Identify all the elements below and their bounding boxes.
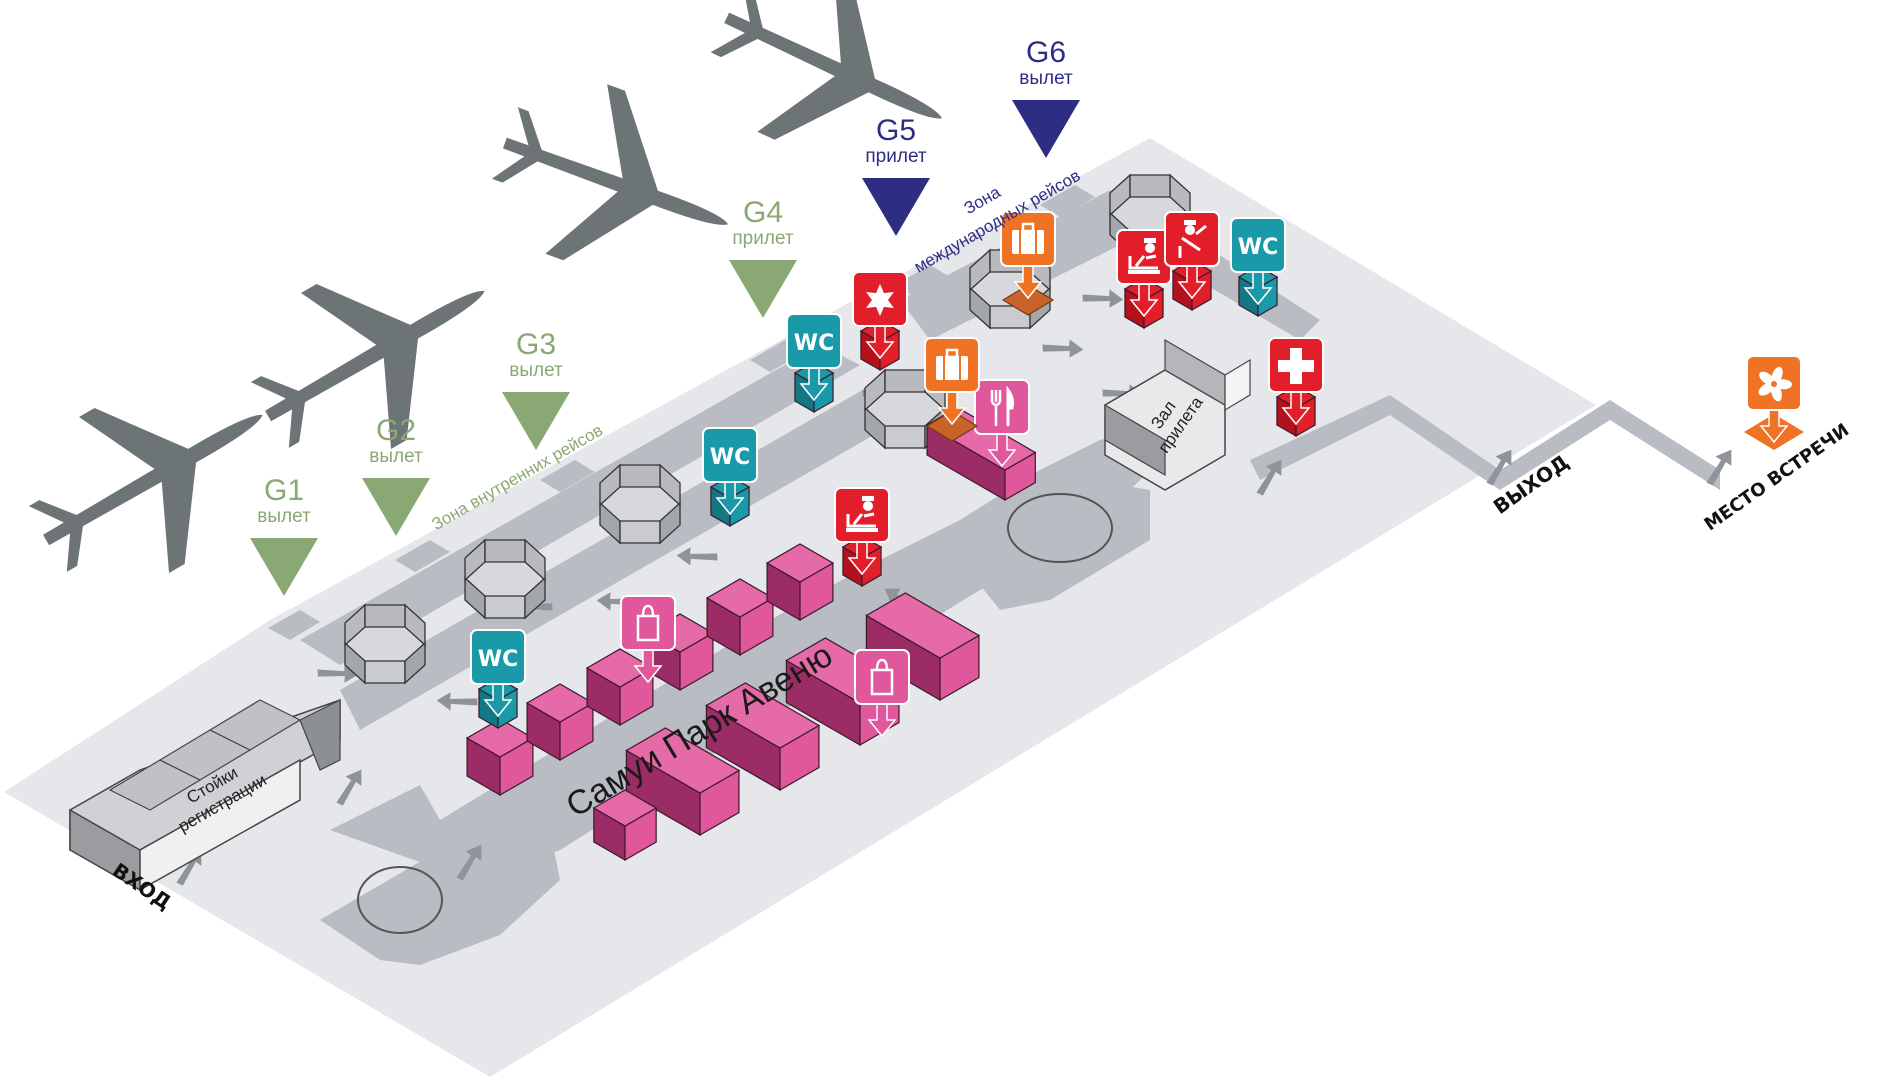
shop-block	[765, 543, 835, 622]
marker-sign	[1230, 217, 1286, 273]
gate-stub-g3	[540, 460, 595, 492]
fork-knife-icon	[990, 385, 1014, 426]
suitcase-icon	[936, 348, 968, 380]
entrance-roundabout	[357, 866, 443, 934]
marker-sign	[786, 313, 842, 369]
shop-block	[525, 683, 595, 762]
checkin-counters	[69, 698, 341, 892]
gates: G1вылетG2вылетG3вылетG4прилетG5прилетG6в…	[250, 36, 1080, 596]
gate-number: G1	[264, 474, 304, 507]
gate-number: G2	[376, 414, 416, 447]
wc-g4[interactable]: WC	[786, 313, 842, 414]
gate-triangle-icon	[1012, 100, 1080, 158]
marker-sign	[702, 427, 758, 483]
gate-triangle-icon	[729, 260, 797, 318]
gate-stub-g2	[395, 540, 450, 572]
wc-domestic-2[interactable]: WC	[702, 427, 758, 528]
poi-markers: WC WC WC WC	[470, 211, 1804, 738]
gate-type: прилет	[865, 146, 926, 167]
shopping-bag-icon	[636, 604, 660, 642]
flower-icon	[1758, 366, 1792, 402]
marker-sign	[974, 379, 1030, 435]
gate-lounge	[599, 463, 681, 545]
shop-1[interactable]	[620, 595, 676, 684]
passport-control-icon	[1128, 238, 1160, 274]
gate-triangle-icon	[862, 178, 930, 236]
police-star-icon	[866, 284, 894, 316]
first-aid[interactable]	[1268, 337, 1324, 438]
exit-path	[1250, 395, 1720, 490]
gate-type: вылет	[257, 506, 311, 527]
gate-triangle-icon	[362, 478, 430, 536]
baggage-claim-2[interactable]	[924, 337, 980, 442]
shop-block	[705, 578, 775, 657]
gate-number: G6	[1026, 36, 1066, 69]
gate-number: G4	[743, 196, 783, 229]
gate-lounge	[464, 538, 546, 620]
passport-control-international[interactable]	[1116, 229, 1172, 330]
wc-icon: WC	[710, 445, 750, 470]
shopping-bag-icon	[870, 658, 894, 696]
arrival-roundabout	[1007, 493, 1113, 563]
entrance-plaza	[320, 830, 560, 965]
shop-block	[592, 789, 658, 862]
wc-domestic-1[interactable]: WC	[470, 629, 526, 730]
medical-cross-icon	[1278, 348, 1314, 384]
shop-block	[705, 682, 821, 792]
gate-type: вылет	[369, 446, 423, 467]
gate-type: прилет	[732, 228, 793, 249]
gate-lounge	[344, 603, 426, 685]
baggage-carousel	[925, 410, 979, 442]
wc-icon: WC	[794, 331, 834, 356]
meeting-point[interactable]	[1744, 355, 1804, 450]
airplane-icon	[688, 0, 981, 200]
gate-number: G5	[876, 114, 916, 147]
gate-stub-g1	[268, 610, 320, 640]
wc-international[interactable]: WC	[1230, 217, 1286, 318]
restaurant-block	[925, 406, 1037, 502]
gate-stub-g5	[895, 265, 950, 297]
gate-type: вылет	[509, 360, 563, 381]
airplane-icon	[474, 58, 759, 310]
shop-block	[625, 727, 741, 837]
police[interactable]	[852, 271, 908, 372]
shop-2[interactable]	[854, 649, 910, 738]
gate-type: вылет	[1019, 68, 1073, 89]
marker-sign	[854, 649, 910, 705]
suitcase-icon	[1012, 222, 1044, 254]
arrival-hall	[1104, 338, 1251, 491]
customs[interactable]	[1164, 211, 1220, 312]
marker-base	[1237, 265, 1279, 318]
marker-sign	[470, 629, 526, 685]
gate-triangle-icon	[250, 538, 318, 596]
passport-control-icon	[846, 496, 878, 532]
passport-control-domestic[interactable]	[834, 487, 890, 588]
marker-sign	[620, 595, 676, 651]
baggage-carousel	[1001, 284, 1055, 316]
gate-stub-g6	[1040, 185, 1095, 217]
restaurant[interactable]	[974, 379, 1030, 468]
arrival-plaza	[960, 480, 1150, 610]
gate-number: G3	[516, 328, 556, 361]
shop-block	[585, 648, 655, 727]
wc-icon: WC	[1238, 235, 1278, 260]
gate-triangle-icon	[502, 392, 570, 450]
wc-icon: WC	[478, 647, 518, 672]
baggage-claim-1[interactable]	[1000, 211, 1056, 316]
customs-officer-icon	[1178, 220, 1207, 258]
domestic-corridor	[300, 345, 860, 665]
